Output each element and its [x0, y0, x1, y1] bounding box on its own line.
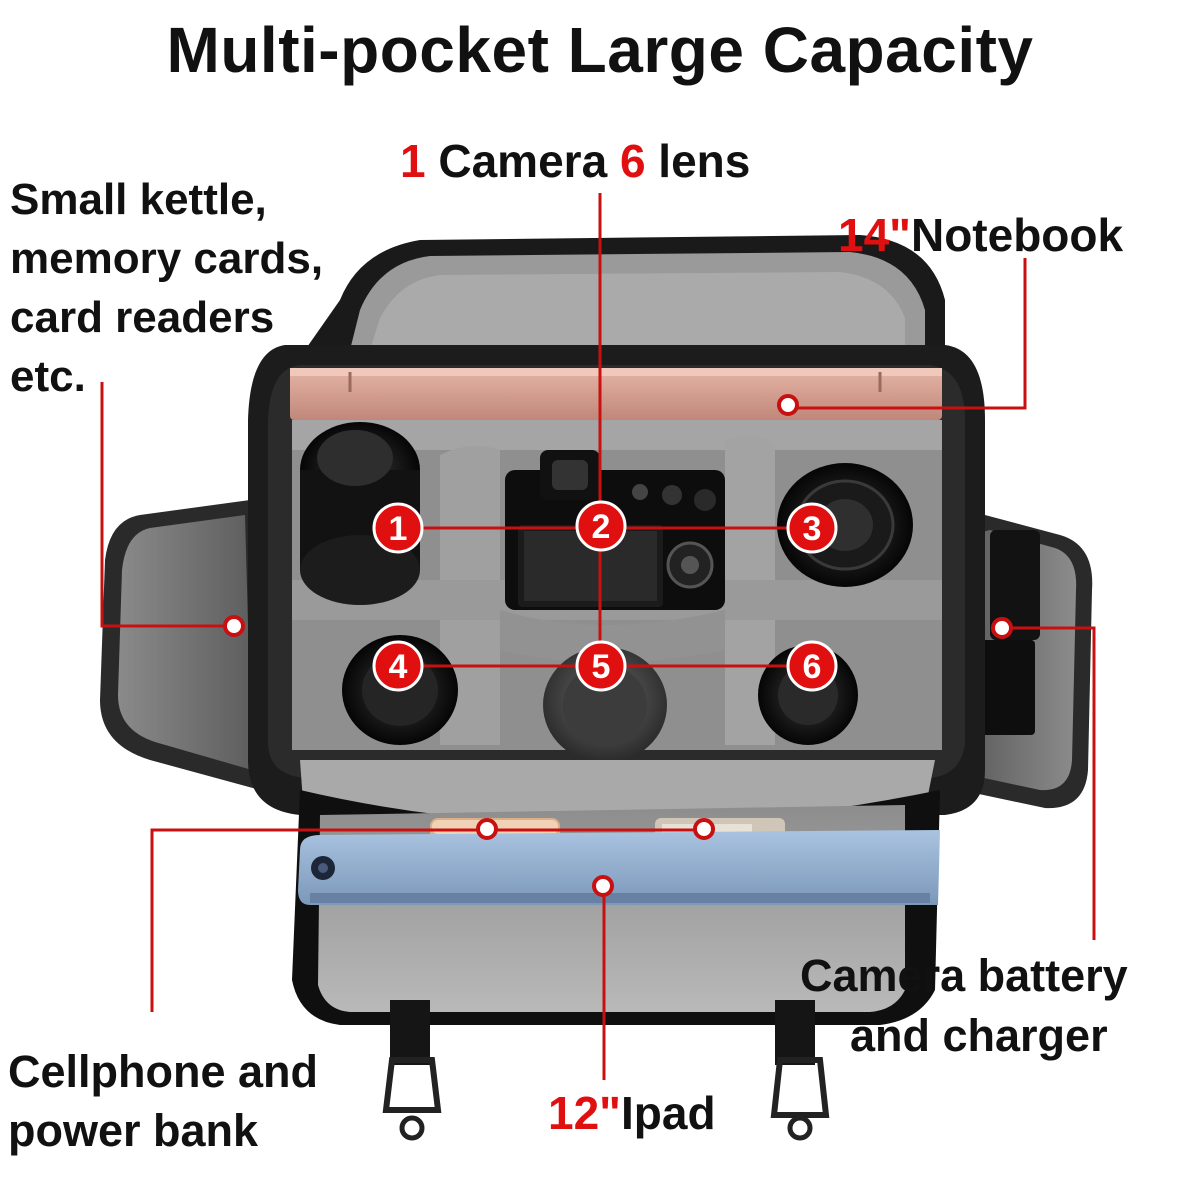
- dot-ipad: [592, 875, 614, 897]
- left-side-pocket: [100, 500, 260, 790]
- marker-1: 1: [372, 502, 424, 554]
- cellphone-line-2: power bank: [8, 1105, 259, 1156]
- callout-battery-charger: Camera battery and charger: [800, 946, 1128, 1066]
- bottom-straps: [382, 1000, 830, 1141]
- camera-word: Camera: [425, 135, 620, 187]
- line-battery: [1002, 626, 1096, 940]
- numbered-markers: 1 2 3 4 5 6: [372, 500, 838, 692]
- page-title: Multi-pocket Large Capacity: [166, 14, 1034, 86]
- ipad-name: Ipad: [620, 1087, 716, 1139]
- bag-lid: [305, 235, 945, 350]
- battery-line-2: and charger: [850, 1010, 1108, 1061]
- lens-count: 6: [619, 135, 646, 187]
- callout-cellphone-powerbank: Cellphone and power bank: [8, 1042, 318, 1160]
- ipad-tablet: [298, 830, 940, 905]
- battery-line-1: Camera battery: [800, 950, 1128, 1001]
- line-cellphone: [150, 828, 704, 1012]
- line-kettle: [100, 382, 234, 628]
- dot-notebook: [777, 394, 799, 416]
- notebook-laptop: [290, 368, 942, 420]
- dot-kettle: [223, 615, 245, 637]
- callout-camera-lens: 1 Camera 6 lens: [400, 138, 750, 184]
- svg-text:1: 1: [389, 510, 408, 548]
- marker-5: 5: [575, 640, 627, 692]
- svg-text:4: 4: [389, 648, 408, 686]
- ipad-size: 12": [548, 1087, 621, 1139]
- notebook-size: 14": [838, 209, 911, 261]
- svg-text:5: 5: [592, 648, 611, 686]
- small-items-line-2: memory cards,: [10, 234, 324, 283]
- svg-text:6: 6: [803, 648, 822, 686]
- right-side-pocket: [960, 515, 1093, 809]
- cellphone-line-1: Cellphone and: [8, 1046, 319, 1097]
- small-items-line-3: card readers: [10, 293, 275, 342]
- notebook-name: Notebook: [910, 209, 1124, 261]
- marker-4: 4: [372, 640, 424, 692]
- small-items-line-4: etc.: [10, 352, 86, 401]
- callout-ipad: 12"Ipad: [548, 1090, 716, 1136]
- callout-small-items: Small kettle, memory cards, card readers…: [10, 170, 323, 406]
- dot-battery: [991, 617, 1013, 639]
- marker-3: 3: [786, 502, 838, 554]
- dot-powerbank: [693, 818, 715, 840]
- small-items-line-1: Small kettle,: [10, 175, 267, 224]
- line-notebook: [788, 258, 1027, 410]
- callout-notebook: 14"Notebook: [838, 212, 1123, 258]
- svg-text:3: 3: [803, 510, 822, 548]
- svg-text:2: 2: [592, 508, 611, 546]
- marker-2: 2: [575, 500, 627, 552]
- callout-dots: [223, 394, 1013, 897]
- camera-compartment: [292, 420, 942, 763]
- dot-phone: [476, 818, 498, 840]
- lens-word: lens: [645, 135, 751, 187]
- marker-6: 6: [786, 640, 838, 692]
- camera-count: 1: [400, 135, 426, 187]
